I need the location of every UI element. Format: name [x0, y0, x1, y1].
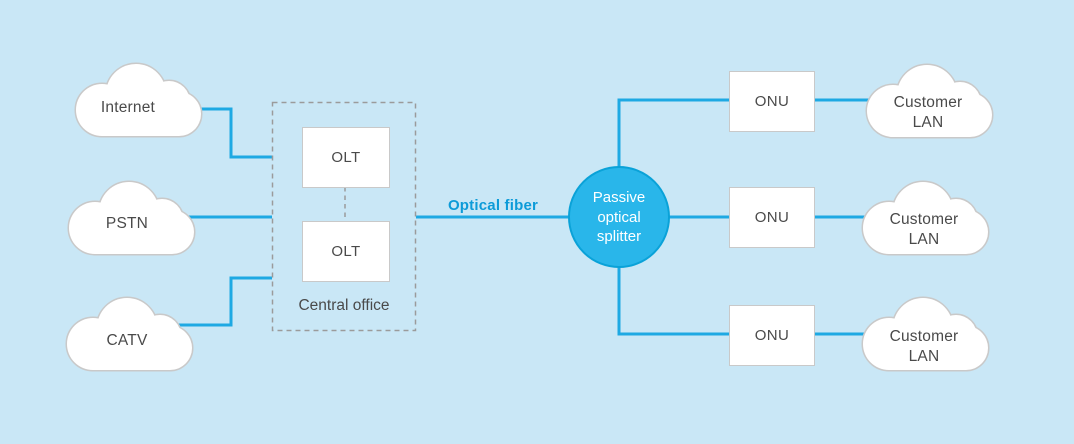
- onu-box-bottom: ONU: [729, 305, 815, 366]
- customer-lan-label-line2: LAN: [908, 348, 940, 365]
- customer-lan-label-line2: LAN: [908, 231, 940, 248]
- onu-box-top: ONU: [729, 71, 815, 132]
- internet-label: Internet: [100, 99, 156, 116]
- customer-lan-label-middle: Customer LAN: [862, 210, 986, 250]
- catv-to-central-office-line: [170, 276, 272, 327]
- pstn-label: PSTN: [105, 215, 149, 232]
- passive-optical-splitter-label: Passive optical splitter: [569, 188, 669, 247]
- customer-lan-label-line1: Customer: [889, 211, 959, 228]
- onu-box-middle: ONU: [729, 187, 815, 248]
- catv-label: CATV: [106, 332, 148, 349]
- customer-lan-label-line2: LAN: [912, 114, 944, 131]
- central-office-label: Central office: [298, 297, 390, 314]
- central-office-dashed-box: [271, 101, 417, 332]
- splitter-label-line1: Passive: [592, 189, 646, 206]
- passive-optical-splitter-circle: [568, 166, 670, 268]
- customer-lan-label-top: Customer LAN: [866, 93, 990, 133]
- splitter-label-line3: splitter: [596, 228, 642, 245]
- olt-box-top: OLT: [302, 127, 390, 188]
- internet-to-central-office-line: [190, 107, 272, 159]
- optical-fiber-label: Optical fiber: [447, 197, 539, 214]
- customer-lan-label-line1: Customer: [893, 94, 963, 111]
- splitter-label-line2: optical: [597, 208, 641, 226]
- olt-box-bottom: OLT: [302, 221, 390, 282]
- customer-lan-label-bottom: Customer LAN: [862, 327, 986, 367]
- customer-lan-label-line1: Customer: [889, 328, 959, 345]
